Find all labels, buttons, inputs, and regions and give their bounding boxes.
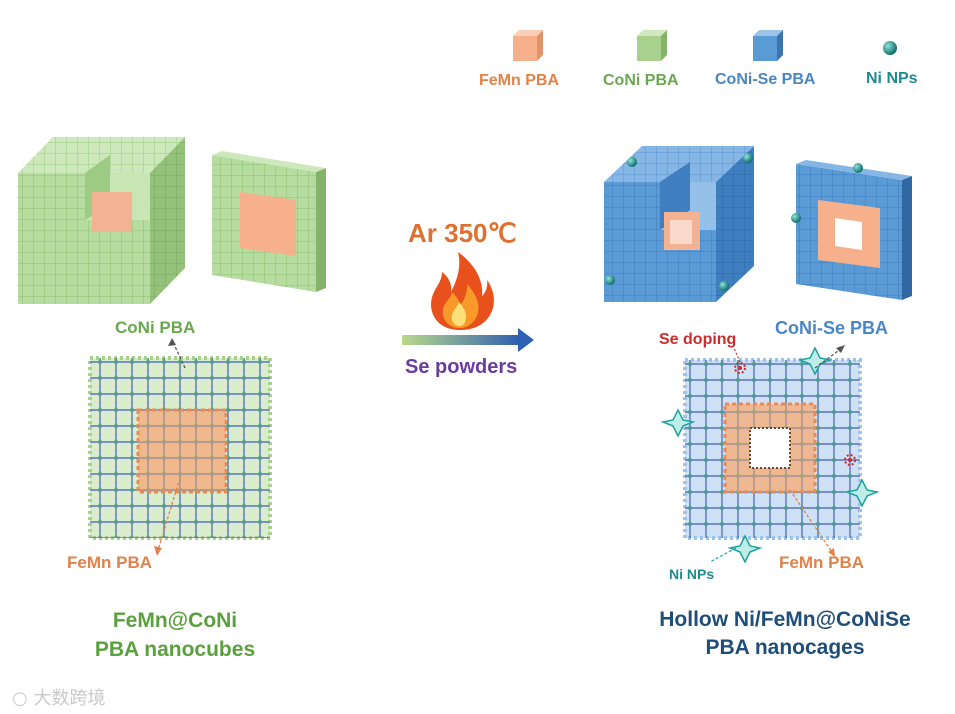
left-coni-label: CoNi PBA xyxy=(115,318,196,337)
left-caption-line2: PBA nanocubes xyxy=(94,638,256,661)
hollow-nanocage-3d xyxy=(604,146,912,302)
right-femn-label: FeMn PBA xyxy=(779,553,864,572)
left-femn-label: FeMn PBA xyxy=(67,553,152,572)
ni-np-legend-icon xyxy=(883,41,897,55)
right-caption-line1: Hollow Ni/FeMn@CoNiSe xyxy=(659,608,911,631)
left-caption-line1: FeMn@CoNi xyxy=(112,609,238,632)
hollow-nanocage-lattice-2d xyxy=(660,345,880,564)
right-coni-se-label: CoNi-Se PBA xyxy=(775,318,889,338)
femn-coni-nanocube-3d xyxy=(18,137,326,304)
se-doping-label: Se doping xyxy=(659,331,737,348)
right-caption-line2: PBA nanocages xyxy=(705,636,865,659)
watermark: ○ 大数跨境 xyxy=(12,684,105,710)
process-arrow-icon xyxy=(402,328,534,352)
femn-legend-cube-icon xyxy=(513,30,543,61)
legend-icons xyxy=(513,30,897,61)
coni-se-legend-cube-icon xyxy=(753,30,783,61)
reagent-label: Se powders xyxy=(405,356,518,378)
legend-femn-label: FeMn PBA xyxy=(479,72,559,89)
condition-label: Ar 350℃ xyxy=(408,218,517,248)
right-ni-nps-label: Ni NPs xyxy=(669,566,715,582)
watermark-logo-icon: ○ xyxy=(12,688,28,709)
femn-coni-lattice-2d xyxy=(88,338,272,556)
legend-ni-nps-label: Ni NPs xyxy=(866,70,918,87)
legend-coni-label: CoNi PBA xyxy=(603,72,679,89)
watermark-text: 大数跨境 xyxy=(33,688,106,709)
coni-legend-cube-icon xyxy=(637,30,667,61)
legend-coni-se-label: CoNi-Se PBA xyxy=(715,71,816,88)
flame-icon xyxy=(431,252,494,330)
